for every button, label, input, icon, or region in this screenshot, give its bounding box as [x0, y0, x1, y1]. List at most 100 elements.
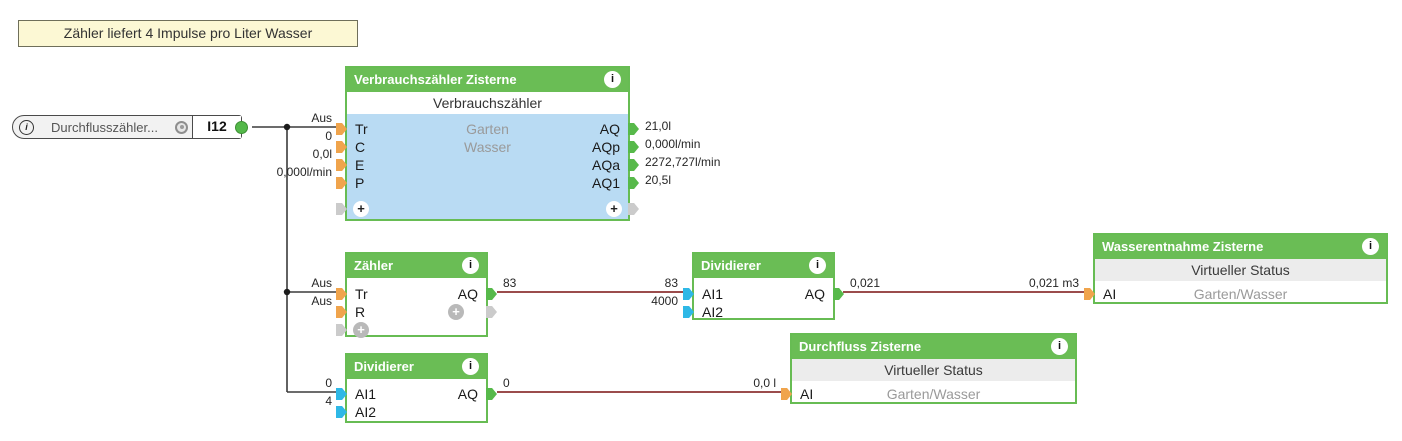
- connector-out-aq[interactable]: [833, 288, 844, 300]
- block-title: Zähler: [354, 258, 394, 273]
- value-durchfluss-ai: 0,0 l: [753, 376, 776, 390]
- port-label-aq1: AQ1: [591, 175, 620, 191]
- block-dividierer-2[interactable]: Dividierer i AI1 AI2 AQ: [336, 353, 497, 423]
- block-description: Garten/Wasser: [1193, 286, 1288, 302]
- block-wasserentnahme-zisterne[interactable]: Wasserentnahme Zisterne i Virtueller Sta…: [1084, 233, 1388, 304]
- value-verbrauch-aq: 21,0l: [645, 119, 672, 133]
- connector-in-r[interactable]: [336, 306, 347, 318]
- info-icon[interactable]: i: [462, 257, 479, 274]
- block-title: Dividierer: [354, 359, 414, 374]
- block-description-line2: Wasser: [464, 139, 511, 155]
- connector-in-ai[interactable]: [1084, 288, 1095, 300]
- port-label-ai: AI: [800, 386, 814, 402]
- connector-in-tr[interactable]: [336, 123, 347, 135]
- port-label-aqp: AQp: [591, 139, 620, 155]
- connector-in-unused[interactable]: [336, 203, 347, 215]
- add-input-button[interactable]: +: [353, 201, 369, 217]
- connector-out-aqa[interactable]: [628, 159, 639, 171]
- port-label-p: P: [355, 175, 365, 191]
- port-label-aq: AQ: [457, 286, 478, 302]
- connector-out-aq1[interactable]: [628, 177, 639, 189]
- port-label-ai: AI: [1103, 286, 1117, 302]
- block-subtitle: Virtueller Status: [1095, 259, 1386, 281]
- connector-in-c[interactable]: [336, 141, 347, 153]
- value-verbrauch-p: 0,000l/min: [276, 165, 332, 179]
- port-label-tr: Tr: [355, 286, 368, 302]
- connector-in-ai[interactable]: [781, 388, 792, 400]
- port-label-ai2: AI2: [355, 404, 377, 420]
- connector-in-ai1[interactable]: [336, 388, 347, 400]
- connector-out-aq[interactable]: [486, 388, 497, 400]
- block-header[interactable]: Wasserentnahme Zisterne i: [1095, 235, 1386, 259]
- comment-note[interactable]: Zähler liefert 4 Impulse pro Liter Wasse…: [18, 20, 358, 47]
- connector-out-aq[interactable]: [628, 123, 639, 135]
- block-subtitle: Verbrauchszähler: [347, 92, 628, 114]
- info-icon: i: [19, 119, 34, 135]
- wire-junction-dot: [283, 123, 291, 131]
- block-title: Dividierer: [701, 258, 761, 273]
- port-label-ai1: AI1: [702, 286, 724, 302]
- value-verbrauch-aqa: 2272,727l/min: [645, 155, 721, 169]
- wire-junction-dot: [283, 288, 291, 296]
- value-verbrauch-tr: Aus: [311, 111, 332, 125]
- value-dividierer2-ai2: 4: [325, 394, 332, 408]
- port-label-aq: AQ: [457, 386, 478, 402]
- block-header[interactable]: Durchfluss Zisterne i: [792, 335, 1075, 359]
- port-label-aq: AQ: [804, 286, 825, 302]
- connector-in-p[interactable]: [336, 177, 347, 189]
- block-description-line1: Garten: [466, 121, 509, 137]
- block-title: Verbrauchszähler Zisterne: [354, 72, 517, 87]
- input-ref-durchflusszaehler[interactable]: i Durchflusszähler... I12: [12, 115, 248, 139]
- connector-in-ai2[interactable]: [683, 306, 694, 318]
- output-connector[interactable]: [235, 121, 248, 134]
- value-verbrauch-c: 0: [325, 129, 332, 143]
- port-label-e: E: [355, 157, 365, 173]
- add-output-button[interactable]: +: [606, 201, 622, 217]
- info-icon[interactable]: i: [1362, 238, 1379, 255]
- connector-in-unused[interactable]: [336, 324, 347, 336]
- value-wasserentnahme-ai: 0,021 m3: [1028, 276, 1079, 290]
- value-zaehler-r: Aus: [311, 294, 332, 308]
- value-dividierer2-aq: 0: [503, 376, 510, 390]
- port-label-ai2: AI2: [702, 304, 724, 320]
- block-header[interactable]: Verbrauchszähler Zisterne i: [347, 68, 628, 92]
- block-dividierer-1[interactable]: Dividierer i AI1 AI2 AQ: [683, 252, 844, 320]
- block-durchfluss-zisterne[interactable]: Durchfluss Zisterne i Virtueller Status …: [781, 333, 1077, 404]
- info-icon[interactable]: i: [809, 257, 826, 274]
- value-verbrauch-aq1: 20,5l: [645, 173, 672, 187]
- info-icon[interactable]: i: [1051, 338, 1068, 355]
- value-dividierer1-aq: 0,021: [850, 276, 881, 290]
- block-subtitle: Virtueller Status: [792, 359, 1075, 381]
- value-verbrauch-aqp: 0,000l/min: [645, 137, 701, 151]
- block-title: Durchfluss Zisterne: [799, 339, 922, 354]
- value-dividierer2-ai1: 0: [325, 376, 332, 390]
- value-verbrauch-e: 0,0l: [312, 147, 332, 161]
- value-dividierer1-ai1: 83: [664, 276, 678, 290]
- value-dividierer1-ai2: 4000: [651, 294, 678, 308]
- connector-out-unused[interactable]: [628, 203, 639, 215]
- block-header[interactable]: Dividierer i: [694, 254, 833, 278]
- info-icon[interactable]: i: [604, 71, 621, 88]
- port-label-ai1: AI1: [355, 386, 377, 402]
- block-zaehler[interactable]: Zähler i Tr R AQ + +: [336, 252, 497, 338]
- add-input-button[interactable]: +: [353, 322, 369, 338]
- block-header[interactable]: Zähler i: [347, 254, 486, 278]
- block-verbrauchszaehler-zisterne[interactable]: Verbrauchszähler Zisterne i Verbrauchszä…: [336, 66, 639, 221]
- block-body: [347, 114, 628, 219]
- port-label-c: C: [355, 139, 366, 155]
- connector-out-aqp[interactable]: [628, 141, 639, 153]
- connector-out-unused[interactable]: [486, 306, 497, 318]
- block-title: Wasserentnahme Zisterne: [1102, 239, 1264, 254]
- connector-out-aq[interactable]: [486, 288, 497, 300]
- connector-in-ai1[interactable]: [683, 288, 694, 300]
- add-output-button[interactable]: +: [448, 304, 464, 320]
- port-label-r: R: [355, 304, 366, 320]
- connector-in-e[interactable]: [336, 159, 347, 171]
- connector-in-ai2[interactable]: [336, 406, 347, 418]
- block-header[interactable]: Dividierer i: [347, 355, 486, 379]
- info-icon[interactable]: i: [462, 358, 479, 375]
- connector-in-tr[interactable]: [336, 288, 347, 300]
- block-description: Garten/Wasser: [886, 386, 981, 402]
